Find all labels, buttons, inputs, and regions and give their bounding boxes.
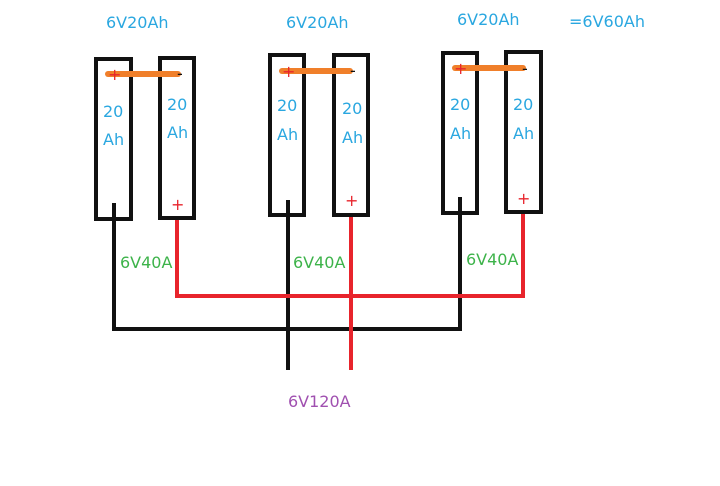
- cell-6-capacity-bottom: Ah: [513, 124, 534, 143]
- plus-sign-cell-1-top: +: [108, 65, 121, 84]
- pack-label-3: 6V20Ah: [457, 10, 520, 29]
- cell-6-capacity-top: 20: [513, 95, 533, 114]
- cell-3-capacity-top: 20: [277, 96, 297, 115]
- cell-2-capacity-bottom: Ah: [167, 123, 188, 142]
- cell-5-capacity-bottom: Ah: [450, 124, 471, 143]
- cell-4: [332, 53, 370, 217]
- pack-label-1: 6V20Ah: [106, 13, 169, 32]
- plus-sign-cell-3-top: +: [282, 62, 295, 81]
- cell-3-capacity-bottom: Ah: [277, 125, 298, 144]
- cell-4-capacity-top: 20: [342, 99, 362, 118]
- cell-2-capacity-top: 20: [167, 95, 187, 114]
- cell-2: [158, 56, 196, 220]
- minus-sign-cell-6-top: -: [522, 59, 528, 78]
- output-label: 6V120A: [288, 392, 351, 411]
- plus-sign-cell-4-bottom: +: [345, 191, 358, 210]
- total-capacity-label: =6V60Ah: [569, 12, 645, 31]
- negative-wiring: [112, 198, 462, 370]
- minus-sign-cell-4-top: -: [350, 61, 356, 80]
- plus-sign-cell-5-top: +: [454, 59, 467, 78]
- cell-5: [441, 51, 479, 215]
- cell-1: [94, 57, 133, 221]
- branch-label-2: 6V40A: [293, 253, 345, 272]
- pack-label-2: 6V20Ah: [286, 13, 349, 32]
- positive-wiring: [175, 196, 525, 370]
- cell-1-capacity-top: 20: [103, 102, 123, 121]
- minus-sign-cell-2-top: -: [177, 64, 183, 83]
- plus-sign-cell-6-bottom: +: [517, 189, 530, 208]
- branch-label-3: 6V40A: [466, 250, 518, 269]
- cell-6: [504, 50, 543, 214]
- plus-sign-cell-2-bottom: +: [171, 195, 184, 214]
- cell-5-capacity-top: 20: [450, 95, 470, 114]
- branch-label-1: 6V40A: [120, 253, 172, 272]
- cell-4-capacity-bottom: Ah: [342, 128, 363, 147]
- cell-1-capacity-bottom: Ah: [103, 130, 124, 149]
- cell-3: [268, 53, 306, 217]
